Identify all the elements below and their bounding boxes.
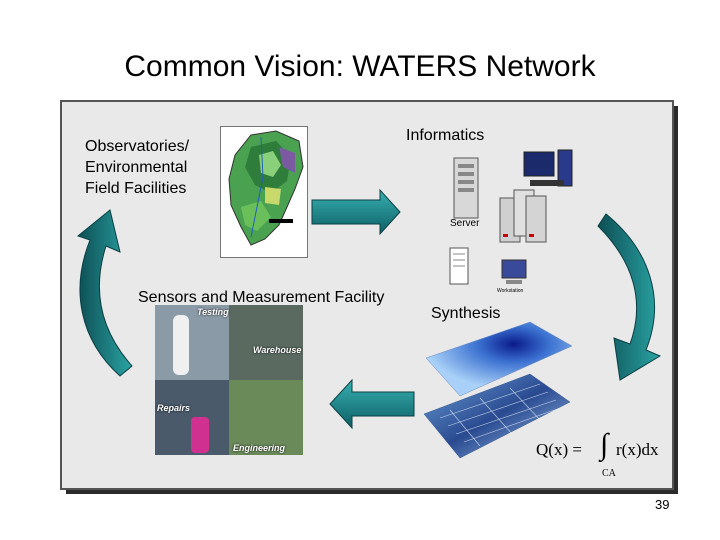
sensors-label: Sensors and Measurement Facility [138,289,385,306]
formula-lhs: Q(x) = [536,440,582,459]
synthesis-lower-terrain [423,373,571,459]
server-caption: Server [450,218,480,229]
server-icon [453,157,479,219]
watershed-map-image [220,126,308,258]
photo-tag-warehouse: Warehouse [253,345,302,355]
synthesis-upper-surface [425,321,573,397]
watershed-map-drawing [228,130,304,246]
informatics-icons [449,149,573,285]
document-icon [449,247,469,285]
formula-subscript: CA [602,468,616,479]
workstation-caption: Workstation [497,288,524,294]
facility-photo-collage: Testing Warehouse Repairs Engineering [155,305,303,455]
formula-rhs: r(x)dx [616,440,659,459]
photo-tag-testing: Testing [197,307,229,317]
integral-sign: ∫ [600,428,609,461]
workstation-icon [501,259,527,284]
synthesis-label: Synthesis [431,305,501,322]
slide-title: Common Vision: WATERS Network [124,50,596,83]
informatics-label: Informatics [406,127,485,144]
desktop-computer-icon [523,149,573,187]
integral-formula: Q(x) = ∫ r(x)dx CA [536,428,658,479]
photo-tag-engineering: Engineering [233,443,286,453]
server-rack-icon [499,189,547,243]
observatories-label: Observatories/ Environmental Field Facil… [85,138,190,197]
synthesis-surfaces [423,321,573,459]
page-number: 39 [655,497,670,512]
photo-tag-repairs: Repairs [157,403,191,413]
